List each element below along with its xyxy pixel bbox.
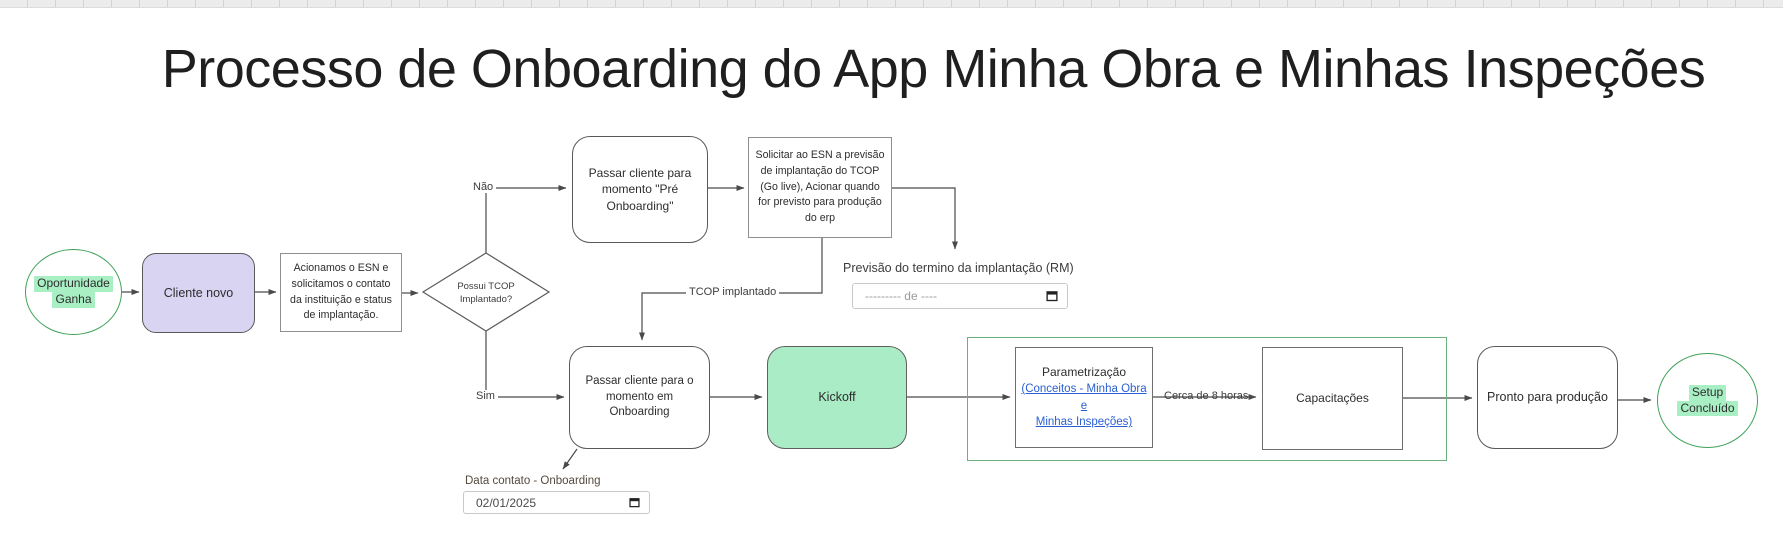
capacitacoes-label: Capacitações (1296, 391, 1369, 406)
browser-tabstrip (0, 0, 1783, 8)
cliente-novo-label: Cliente novo (163, 285, 234, 300)
parametrizacao-node: Parametrização (Conceitos - Minha Obra e… (1015, 347, 1153, 448)
data-contato-date-input[interactable]: 02/01/2025 (463, 491, 650, 514)
kickoff-label: Kickoff (818, 390, 856, 405)
page-title: Processo de Onboarding do App Minha Obra… (161, 39, 1706, 99)
onboarding-label: Passar cliente para o momento em Onboard… (585, 375, 694, 419)
parametrizacao-conceitos-link[interactable]: (Conceitos - Minha Obra e Minhas Inspeçõ… (1021, 383, 1147, 429)
setup-node-label-line1: Setup (1688, 384, 1727, 401)
start-node: Oportunidade Ganha (25, 249, 122, 335)
pronto-node: Pronto para produção (1477, 346, 1618, 449)
start-node-label-line1: Oportunidade (34, 276, 113, 292)
edge-onboarding-datacontato (562, 448, 578, 470)
edge-label-nao: Não (470, 181, 497, 193)
edge-sim (485, 331, 565, 400)
pre-onboarding-node: Passar cliente para momento "Pré Onboard… (572, 136, 708, 243)
edge-nao (485, 185, 567, 253)
setup-node: Setup Concluído (1657, 353, 1758, 448)
decision-label: Possui TCOP Implantado? (457, 281, 515, 306)
solicitar-label: Solicitar ao ESN a previsão de implantaç… (755, 148, 885, 225)
edge-solicitar-previsao (892, 187, 958, 250)
edge-label-sim: Sim (473, 390, 498, 402)
data-contato-field-label: Data contato - Onboarding (465, 475, 601, 487)
parametrizacao-title: Parametrização (1041, 364, 1127, 379)
calendar-icon[interactable] (629, 497, 640, 508)
cliente-novo-node: Cliente novo (142, 253, 255, 333)
calendar-icon[interactable] (1046, 290, 1058, 302)
data-contato-date-value: 02/01/2025 (476, 495, 537, 510)
acionamos-label: Acionamos o ESN e solicitamos o contato … (290, 261, 392, 322)
acionamos-node: Acionamos o ESN e solicitamos o contato … (280, 253, 402, 332)
edge-label-tcop-implantado: TCOP implantado (686, 286, 780, 298)
previsao-date-input[interactable]: --------- de ---- (852, 283, 1068, 309)
solicitar-node: Solicitar ao ESN a previsão de implantaç… (748, 137, 892, 238)
pronto-label: Pronto para produção (1487, 390, 1608, 405)
start-node-label-line2: Ganha (52, 292, 95, 308)
setup-node-label-line2: Concluído (1677, 400, 1738, 417)
capacitacoes-node: Capacitações (1262, 347, 1403, 450)
onboarding-node: Passar cliente para o momento em Onboard… (569, 346, 710, 449)
previsao-date-value: --------- de ---- (865, 289, 937, 303)
pre-onboarding-label: Passar cliente para momento "Pré Onboard… (588, 166, 692, 213)
parametrizacao-capacitacoes-group (967, 337, 1447, 461)
previsao-field-label: Previsão do termino da implantação (RM) (843, 261, 1074, 275)
edge-label-cerca-8-horas: Cerca de 8 horas (1164, 390, 1249, 402)
kickoff-node: Kickoff (767, 346, 907, 449)
